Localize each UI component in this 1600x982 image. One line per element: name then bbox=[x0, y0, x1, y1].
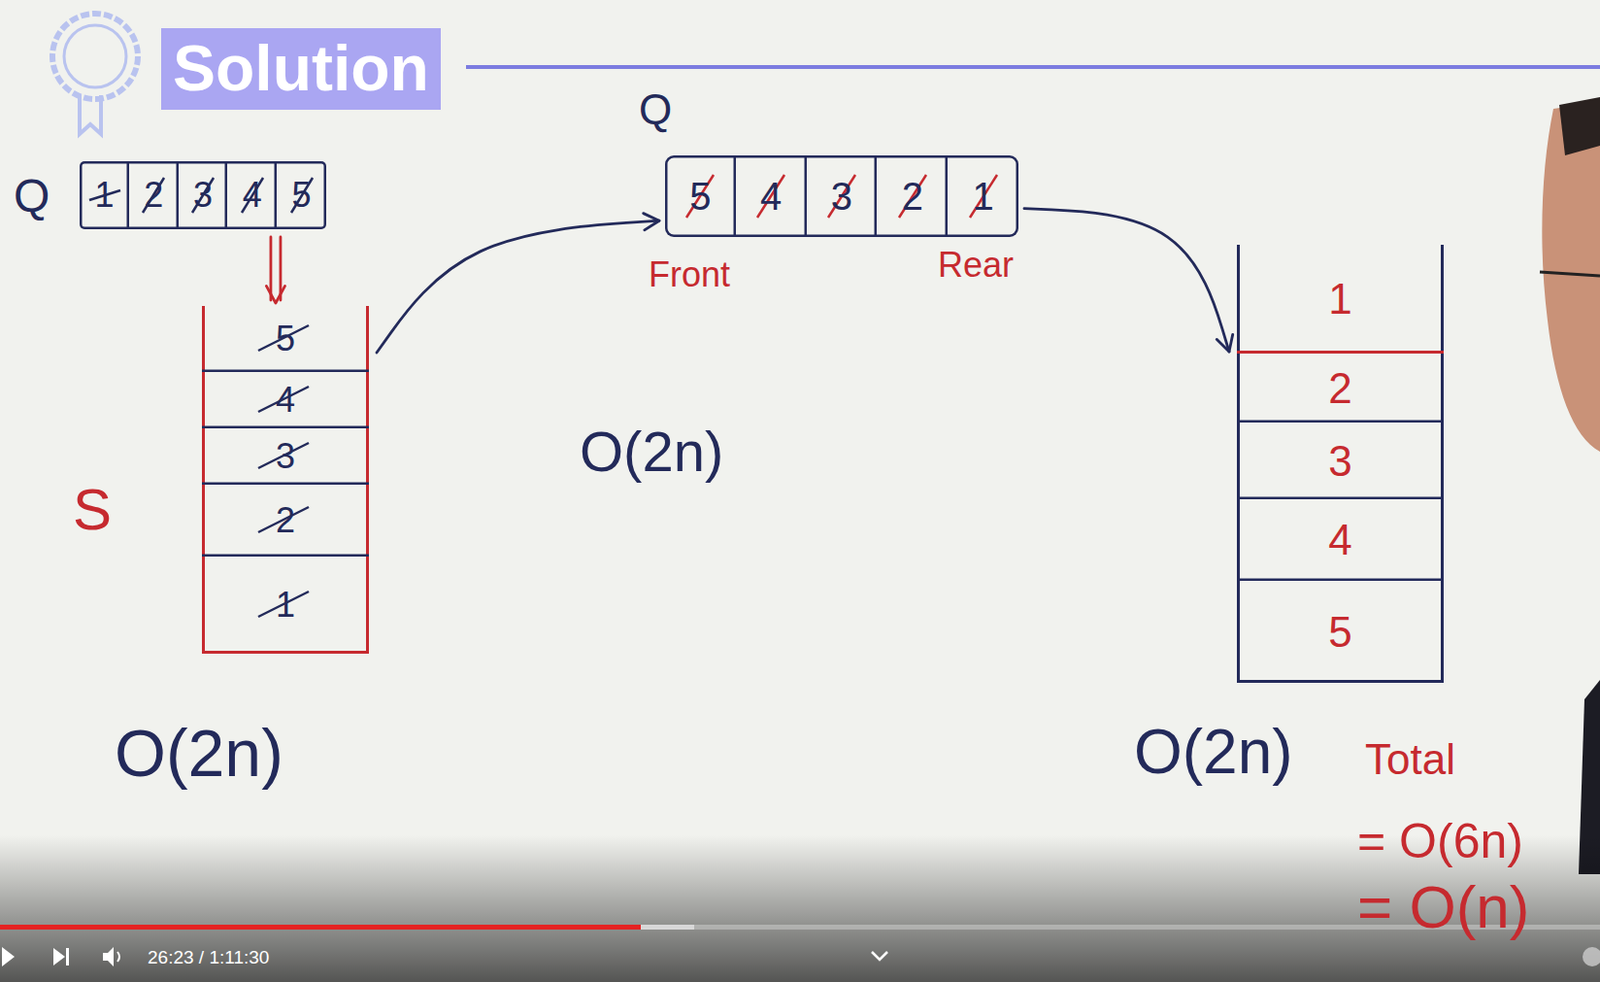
strike bbox=[142, 177, 165, 213]
next-icon bbox=[53, 947, 66, 966]
complexity-note: O(2n) bbox=[114, 714, 284, 791]
next-icon-bar bbox=[66, 947, 69, 966]
queue-cell: 1 bbox=[79, 161, 130, 230]
pause-badge bbox=[1582, 946, 1600, 967]
queue-cell: 5 bbox=[665, 155, 736, 237]
strike bbox=[899, 174, 927, 218]
stack-cell: 3 bbox=[201, 428, 369, 485]
queue-name: Q bbox=[638, 88, 672, 132]
complexity-note: = O(n) bbox=[1357, 871, 1530, 941]
queue-cell: 1 bbox=[947, 155, 1019, 237]
slide-title: Solution bbox=[161, 28, 441, 110]
cell-value: 5 bbox=[275, 321, 296, 357]
cell-value: 2 bbox=[901, 176, 924, 216]
connector-arrow bbox=[376, 213, 660, 353]
queue-name: Q bbox=[13, 172, 50, 220]
cell-value: 5 bbox=[292, 177, 312, 213]
progress-played bbox=[0, 924, 641, 930]
cell-value: 2 bbox=[1328, 366, 1352, 410]
pointer-label: Rear bbox=[937, 244, 1014, 285]
cell-value: 1 bbox=[1328, 277, 1352, 321]
progress-buffer bbox=[640, 924, 695, 930]
cell-value: 2 bbox=[275, 502, 296, 538]
badge-ribbon bbox=[79, 95, 101, 134]
cell-value: 1 bbox=[275, 587, 296, 623]
chapter-chevron bbox=[871, 951, 888, 960]
video-time: 26:23 / 1:11:30 bbox=[147, 946, 269, 968]
stack-cell: 2 bbox=[201, 484, 369, 557]
queue-cell: 3 bbox=[806, 155, 878, 237]
queue: Q54321 bbox=[665, 155, 1019, 237]
badge-inner bbox=[64, 25, 127, 88]
cell-value: 4 bbox=[1328, 518, 1352, 562]
cell-value: 1 bbox=[94, 177, 114, 213]
strike bbox=[757, 174, 785, 218]
connector-line bbox=[376, 220, 660, 353]
queue-cell: 3 bbox=[178, 161, 229, 230]
volume-icon bbox=[102, 946, 114, 967]
total-heading: Total bbox=[1365, 734, 1456, 785]
queue-cell: 2 bbox=[876, 155, 948, 237]
pointer-label: Front bbox=[648, 254, 731, 295]
stack-cell: 4 bbox=[201, 371, 369, 429]
cell-value: 4 bbox=[242, 177, 263, 213]
connector-line bbox=[1024, 208, 1230, 352]
volume-wave bbox=[117, 951, 120, 962]
stack-cell: 1 bbox=[201, 556, 369, 654]
strike bbox=[192, 177, 214, 213]
connector-arrow bbox=[1024, 208, 1234, 352]
cell-value: 3 bbox=[275, 438, 296, 474]
play-icon bbox=[1, 946, 15, 967]
stack: 1 2 3 4 5 bbox=[1236, 244, 1444, 683]
stack-cell: 5 bbox=[1236, 580, 1444, 683]
connector-arrow bbox=[266, 236, 285, 303]
cell-value: 3 bbox=[193, 177, 213, 213]
stack-cell: 2 bbox=[1236, 353, 1444, 423]
complexity-note: = O(6n) bbox=[1357, 813, 1524, 870]
cell-value: 3 bbox=[831, 176, 853, 216]
strike bbox=[828, 174, 856, 218]
complexity-note: O(2n) bbox=[1133, 716, 1294, 789]
badge-ring bbox=[52, 13, 138, 100]
cell-value: 4 bbox=[275, 382, 296, 418]
cell-value: 2 bbox=[143, 177, 164, 213]
cell-value: 1 bbox=[971, 176, 994, 216]
arrowhead bbox=[266, 285, 285, 303]
arrowhead bbox=[643, 213, 660, 231]
queue-cell: 4 bbox=[227, 161, 277, 230]
presenter-hair bbox=[1559, 97, 1600, 156]
queue-cell: 5 bbox=[276, 161, 327, 230]
cell-value: 3 bbox=[1328, 439, 1352, 483]
strike bbox=[291, 177, 313, 213]
cell-value: 4 bbox=[760, 176, 782, 216]
cell-value: 5 bbox=[1328, 610, 1352, 654]
stack-cell: 4 bbox=[1236, 499, 1444, 581]
strike bbox=[969, 174, 998, 218]
stack: S54321 bbox=[201, 305, 369, 654]
queue-cell: 2 bbox=[129, 161, 179, 230]
strike bbox=[241, 177, 264, 213]
presenter-glasses bbox=[1539, 271, 1600, 276]
complexity-note: O(2n) bbox=[579, 419, 724, 485]
cell-value: 5 bbox=[689, 176, 711, 216]
presenter-face bbox=[1541, 101, 1600, 452]
strike bbox=[686, 174, 714, 218]
stack-cell: 1 bbox=[1236, 244, 1444, 354]
arrowhead bbox=[1216, 333, 1234, 352]
title-rule bbox=[466, 65, 1600, 69]
stack-name: S bbox=[72, 480, 112, 539]
stack-cell: 3 bbox=[1236, 422, 1444, 500]
queue-cell: 4 bbox=[735, 155, 807, 237]
queue: Q12345 bbox=[79, 161, 327, 230]
stack-cell: 5 bbox=[201, 305, 369, 372]
